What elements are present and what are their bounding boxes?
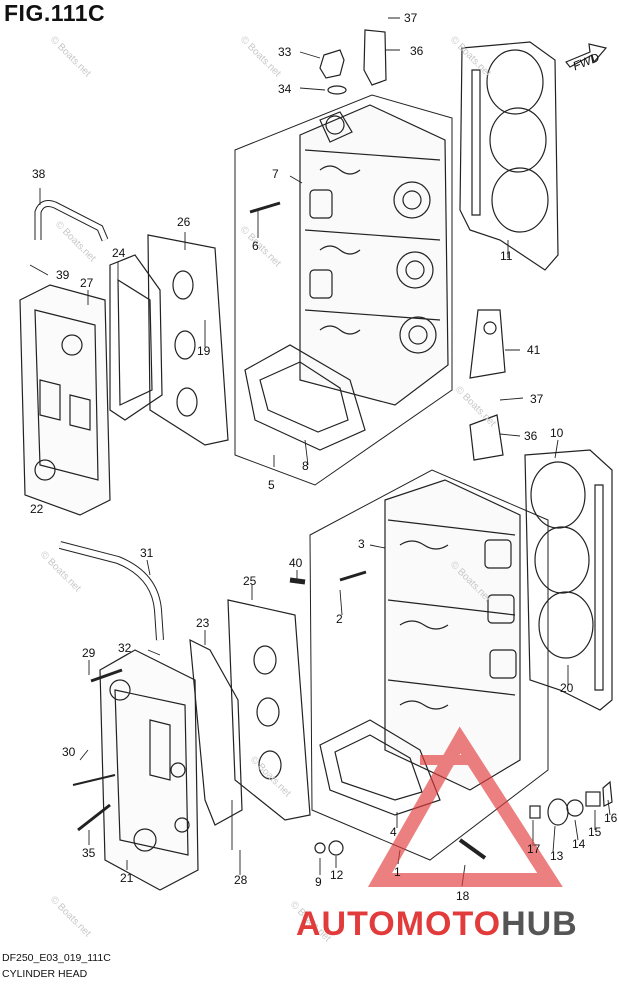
lower-head-gasket — [524, 449, 613, 711]
figure-name: CYLINDER HEAD — [2, 968, 88, 980]
callout-15: 15 — [588, 825, 602, 839]
callout-21: 21 — [120, 871, 134, 885]
callout-36a: 36 — [410, 44, 424, 58]
oring-34 — [327, 85, 347, 95]
callout-16: 16 — [604, 811, 618, 825]
callout-28: 28 — [234, 873, 248, 887]
upper-cover-gasket-24 — [109, 254, 163, 421]
lower-head-outline — [309, 469, 549, 861]
callout-23: 23 — [196, 616, 210, 630]
svg-text:© Boats.net: © Boats.net — [448, 34, 493, 79]
callout-19: 19 — [197, 344, 211, 358]
callout-38: 38 — [32, 167, 46, 181]
lower-cover-gasket-23 — [189, 638, 243, 826]
callout-17: 17 — [527, 842, 541, 856]
bracket-36-lower — [469, 414, 504, 461]
callout-22: 22 — [30, 502, 44, 516]
svg-text:© Boats.net: © Boats.net — [48, 894, 93, 939]
callout-34: 34 — [278, 82, 292, 96]
svg-text:© Boats.net: © Boats.net — [48, 34, 93, 79]
upper-cam-cover — [19, 284, 111, 516]
callout-30: 30 — [62, 745, 76, 759]
lower-cover-gasket-25 — [227, 599, 311, 821]
fwd-label: FWD — [571, 50, 602, 73]
callout-25: 25 — [243, 574, 257, 588]
bracket-41 — [469, 309, 506, 379]
callout-3: 3 — [358, 537, 365, 551]
callout-37b: 37 — [530, 392, 544, 406]
callout-40: 40 — [289, 556, 303, 570]
callout-32: 32 — [118, 641, 132, 655]
upper-cylinder-head — [244, 104, 449, 451]
fwd-arrow — [565, 43, 608, 68]
brand-wordmark: AUTOMOTOHUB — [296, 905, 578, 944]
washer-12 — [328, 840, 344, 856]
brand-logo-mark — [367, 726, 563, 887]
callout-14: 14 — [572, 837, 586, 851]
upper-head-outline — [234, 94, 453, 486]
callout-29: 29 — [82, 646, 96, 660]
callout-20: 20 — [560, 681, 574, 695]
washer-9 — [314, 842, 326, 854]
callout-26: 26 — [177, 215, 191, 229]
callout-37a: 37 — [404, 11, 418, 25]
callout-8: 8 — [302, 459, 309, 473]
bolt-6 — [249, 201, 281, 214]
callout-39: 39 — [56, 268, 70, 282]
callout-4: 4 — [390, 825, 397, 839]
callout-24: 24 — [112, 246, 126, 260]
svg-text:© Boats.net: © Boats.net — [238, 34, 283, 79]
bolt-2 — [339, 570, 367, 582]
callout-5: 5 — [268, 478, 275, 492]
upper-cover-gasket-26 — [147, 234, 229, 446]
oil-cap-33 — [319, 49, 345, 79]
lower-cylinder-head — [319, 479, 521, 816]
callout-41: 41 — [527, 343, 541, 357]
callout-18: 18 — [456, 889, 470, 903]
pin-40 — [289, 577, 306, 585]
brand-part2: HUB — [501, 905, 578, 943]
brand-part1: AUTOMOTO — [296, 905, 502, 943]
callout-9: 9 — [315, 875, 322, 889]
bolt-17 — [529, 805, 541, 819]
callout-12: 12 — [330, 868, 344, 882]
callout-36b: 36 — [524, 429, 538, 443]
svg-text:© Boats.net: © Boats.net — [248, 754, 293, 799]
svg-text:© Boats.net: © Boats.net — [238, 224, 283, 269]
part-15 — [585, 791, 601, 807]
callout-31: 31 — [140, 546, 154, 560]
callout-10: 10 — [550, 426, 564, 440]
callout-7: 7 — [272, 167, 279, 181]
bolt-30 — [72, 774, 116, 786]
oring-14 — [566, 799, 584, 817]
callout-35: 35 — [82, 846, 96, 860]
figure-code: DF250_E03_019_111C — [2, 952, 111, 964]
bolt-18 — [458, 838, 487, 860]
callout-11: 11 — [500, 249, 513, 263]
figure-title: FIG.111C — [4, 0, 106, 26]
callout-2: 2 — [336, 612, 343, 626]
upper-head-gasket — [459, 41, 559, 271]
part-16 — [602, 780, 613, 807]
bracket-36-upper — [363, 29, 387, 86]
svg-text:© Boats.net: © Boats.net — [38, 549, 83, 594]
sensor-13 — [547, 798, 569, 826]
callout-1: 1 — [394, 865, 401, 879]
callout-27: 27 — [80, 276, 94, 290]
spark-plug-35 — [77, 803, 111, 832]
bolt-29 — [90, 668, 123, 683]
lower-cam-cover — [99, 649, 199, 891]
callout-33: 33 — [278, 45, 292, 59]
callout-6: 6 — [252, 239, 259, 253]
callout-13: 13 — [550, 849, 564, 863]
